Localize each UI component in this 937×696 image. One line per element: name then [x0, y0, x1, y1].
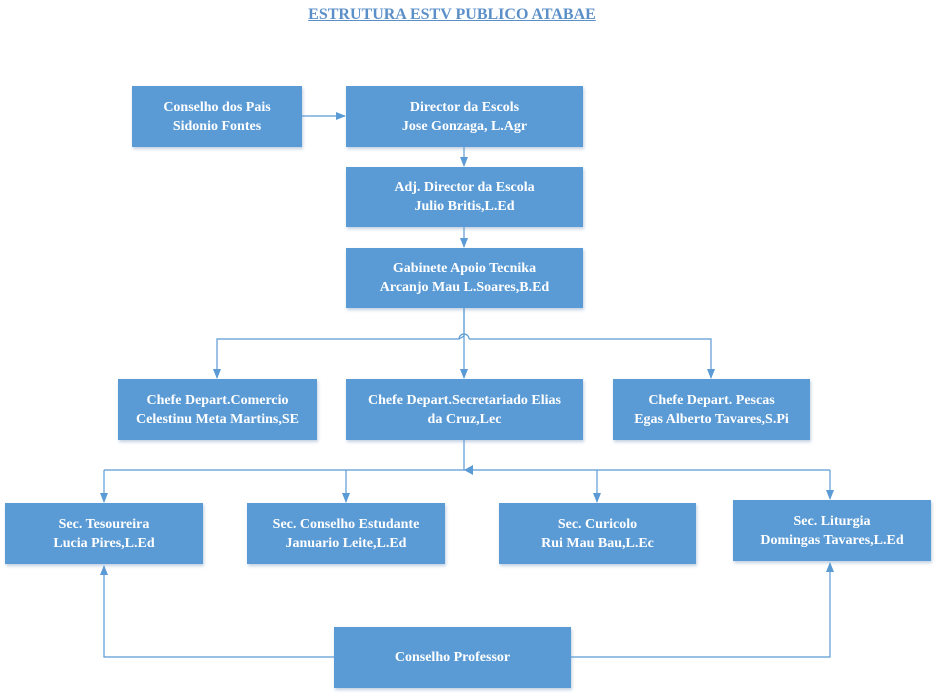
node-role: Chefe Depart.Comercio — [146, 392, 289, 408]
node-role: Chefe Depart. Pescas — [648, 392, 775, 408]
node-person: Jose Gonzaga, L.Agr — [401, 118, 528, 134]
edge-professor-tesoureira — [100, 565, 334, 658]
node-person: da Cruz,Lec — [427, 411, 502, 427]
chart-title: ESTRUTURA ESTV PUBLICO ATABAE — [308, 6, 596, 23]
node-role: Chefe Depart.Secretariado Elias — [368, 392, 561, 408]
node-person: Lucia Pires,L.Ed — [53, 535, 155, 551]
edge-gabinete-pescas — [469, 338, 715, 379]
node-sec-liturgia[interactable]: Sec. Liturgia Domingas Tavares,L.Ed — [733, 500, 931, 561]
node-role: Sec. Liturgia — [793, 513, 871, 529]
node-person: Rui Mau Bau,L.Ec — [541, 535, 654, 551]
node-role: Conselho dos Pais — [163, 99, 271, 115]
node-role: Conselho Professor — [394, 650, 511, 665]
node-role: Director da Escols — [409, 99, 520, 115]
node-person: Domingas Tavares,L.Ed — [760, 532, 904, 548]
node-role: Gabinete Apoio Tecnika — [392, 261, 537, 276]
node-person: Januario Leite,L.Ed — [285, 535, 407, 551]
node-sec-conselho-estudante[interactable]: Sec. Conselho Estudante Januario Leite,L… — [247, 503, 445, 564]
node-person: Julio Britis,L.Ed — [414, 199, 515, 214]
edge-gabinete-comercio — [213, 308, 465, 379]
node-person: Egas Alberto Tavares,S.Pi — [634, 411, 789, 427]
node-sec-tesoureira[interactable]: Sec. Tesoureira Lucia Pires,L.Ed — [5, 503, 203, 564]
node-conselho-pais[interactable]: Conselho dos Pais Sidonio Fontes — [132, 86, 302, 147]
node-dept-secretariado[interactable]: Chefe Depart.Secretariado Elias da Cruz,… — [346, 379, 583, 440]
node-role: Sec. Tesoureira — [58, 516, 150, 532]
node-role: Sec. Curicolo — [557, 516, 638, 532]
edge-professor-liturgia — [571, 562, 834, 658]
node-gabinete[interactable]: Gabinete Apoio Tecnika Arcanjo Mau L.Soa… — [346, 248, 583, 308]
node-role: Sec. Conselho Estudante — [272, 516, 420, 532]
node-person: Celestinu Meta Martins,SE — [136, 411, 299, 427]
node-director[interactable]: Director da Escols Jose Gonzaga, L.Agr — [346, 86, 583, 147]
node-role: Adj. Director da Escola — [394, 180, 535, 195]
node-person: Sidonio Fontes — [172, 118, 262, 134]
node-adj-director[interactable]: Adj. Director da Escola Julio Britis,L.E… — [346, 167, 583, 227]
node-person: Arcanjo Mau L.Soares,B.Ed — [379, 280, 550, 295]
node-dept-comercio[interactable]: Chefe Depart.Comercio Celestinu Meta Mar… — [118, 379, 317, 440]
node-conselho-professor[interactable]: Conselho Professor — [334, 627, 571, 688]
node-dept-pescas[interactable]: Chefe Depart. Pescas Egas Alberto Tavare… — [613, 379, 810, 440]
node-sec-curicolo[interactable]: Sec. Curicolo Rui Mau Bau,L.Ec — [499, 503, 696, 564]
bus-arrowhead — [464, 465, 473, 475]
